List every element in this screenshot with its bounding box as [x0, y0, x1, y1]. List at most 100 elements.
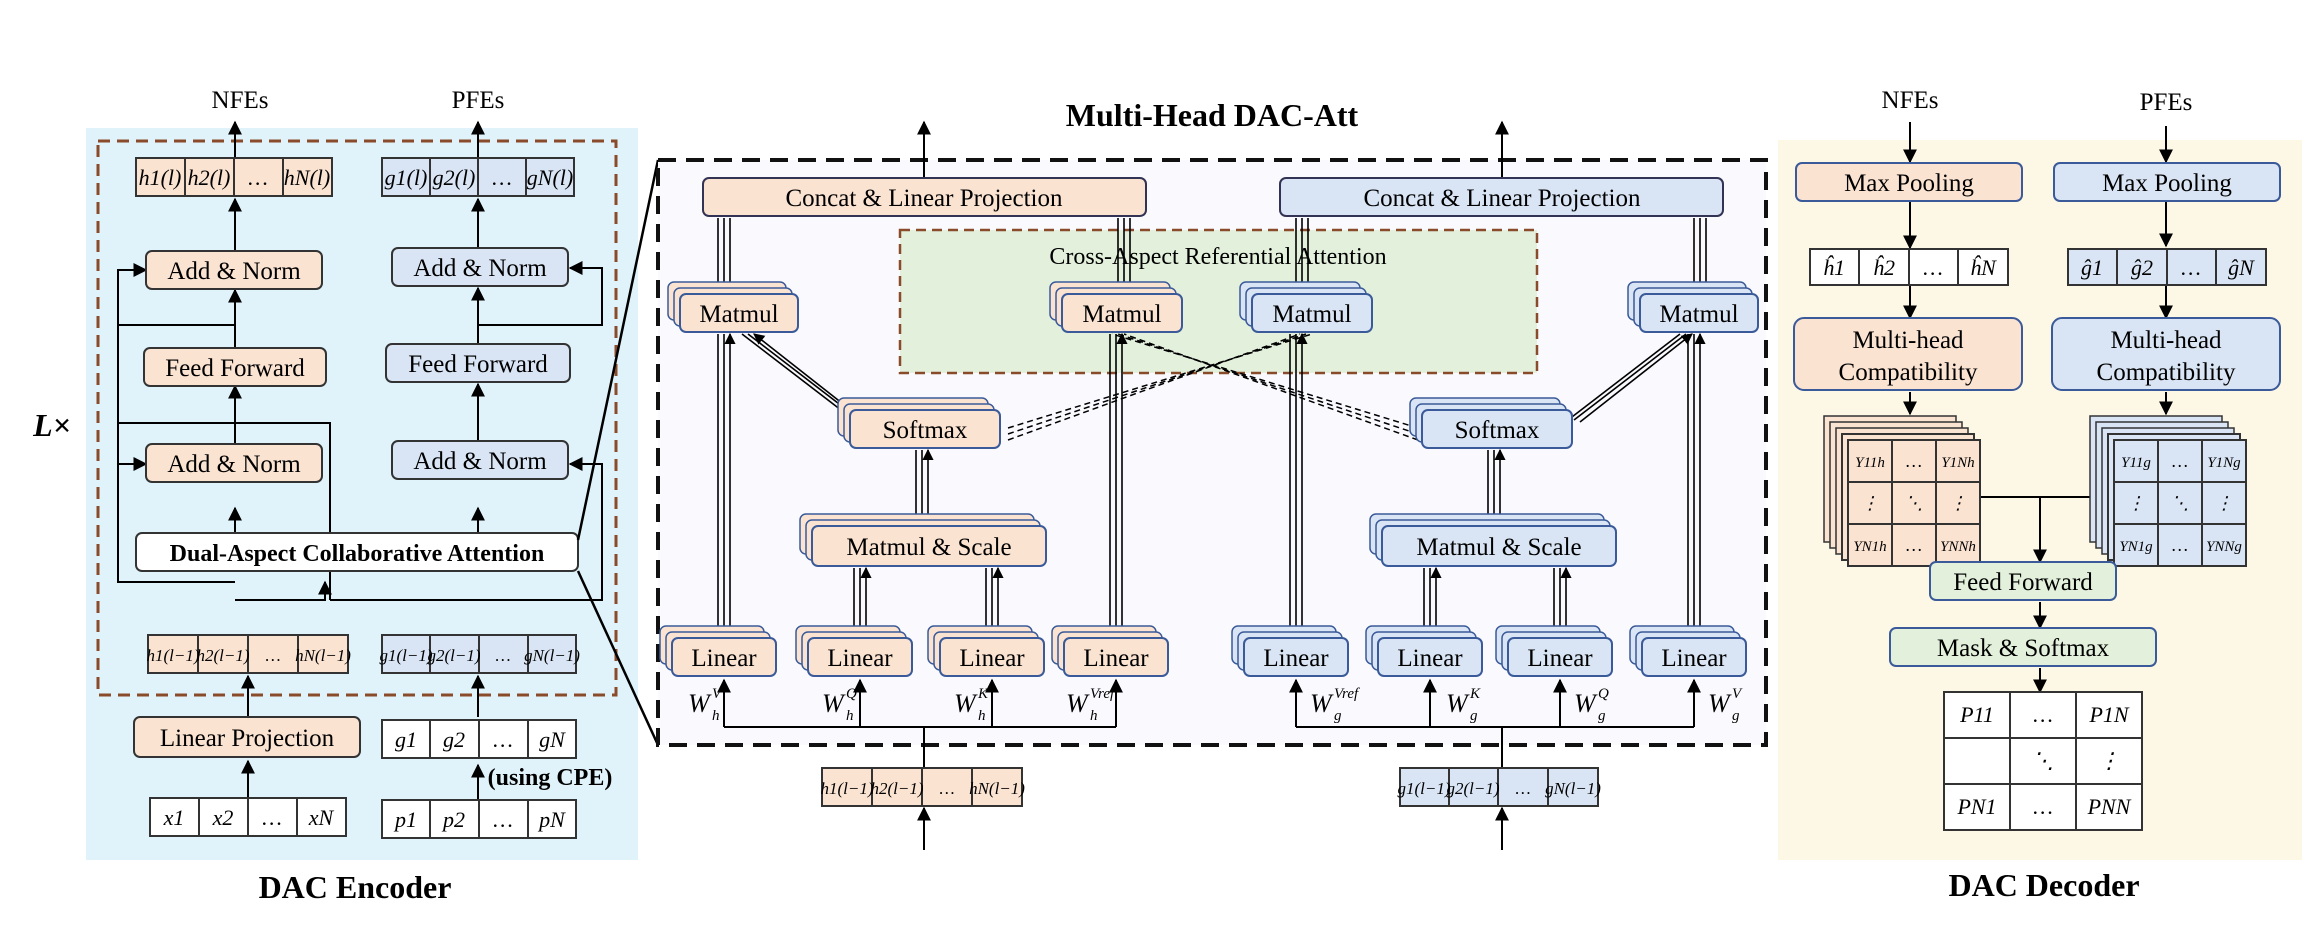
decoder-title: DAC Decoder — [1948, 867, 2139, 903]
g-out-cell-1: g1(l) — [385, 165, 428, 190]
svg-text:ĝ1: ĝ1 — [2081, 255, 2103, 280]
svg-text:Matmul: Matmul — [1659, 301, 1738, 328]
svg-text:h: h — [1090, 708, 1098, 724]
attention-h-input: h1(l−1) h2(l−1) … hN(l−1) — [820, 767, 1025, 807]
g-out-cell-3: … — [492, 165, 512, 190]
svg-text:Linear: Linear — [1397, 645, 1463, 672]
cross-aspect-label: Cross-Aspect Referential Attention — [1049, 244, 1386, 270]
svg-text:hN(l−1): hN(l−1) — [969, 779, 1025, 798]
linear-h-1: Linear — [659, 625, 777, 677]
linear-g-3: Linear — [1495, 625, 1613, 677]
concat-h: Concat & Linear Projection — [702, 177, 1147, 217]
cpe-note: (using CPE) — [488, 765, 613, 791]
svg-text:W: W — [1574, 689, 1598, 718]
svg-text:K: K — [977, 686, 989, 702]
svg-text:…: … — [1906, 451, 1922, 471]
svg-text:g: g — [1470, 708, 1478, 724]
encoder-arrows — [117, 120, 603, 800]
decoder-g-hat: ĝ1 ĝ2 … ĝN — [2067, 248, 2267, 286]
decoder-arrows — [1903, 122, 2173, 694]
svg-text:x1: x1 — [163, 805, 185, 830]
svg-text:g1(l−1): g1(l−1) — [1397, 779, 1450, 798]
svg-text:Add & Norm: Add & Norm — [413, 255, 547, 282]
g-out-cell-4: gN(l) — [527, 165, 573, 190]
svg-text:Linear: Linear — [1083, 645, 1149, 672]
svg-text:ĝ2: ĝ2 — [2131, 255, 2153, 280]
svg-text:YNNg: YNNg — [2206, 539, 2242, 555]
svg-text:p2: p2 — [441, 807, 465, 832]
input-distribution — [717, 678, 1701, 850]
svg-text:Feed Forward: Feed Forward — [1953, 569, 2093, 596]
h-out-cell-4: hN(l) — [284, 165, 330, 190]
svg-text:⋱: ⋱ — [2171, 493, 2189, 513]
svg-text:V: V — [1732, 686, 1743, 702]
svg-text:…: … — [2033, 794, 2053, 819]
svg-text:h2(l−1): h2(l−1) — [196, 646, 249, 665]
svg-text:gN(l−1): gN(l−1) — [524, 646, 580, 665]
g-out-cell-2: g2(l) — [433, 165, 476, 190]
linear-up-lines — [717, 332, 1706, 634]
svg-text:…: … — [1923, 255, 1943, 280]
svg-text:W: W — [822, 689, 846, 718]
svg-text:Matmul & Scale: Matmul & Scale — [1416, 534, 1581, 561]
svg-text:Linear: Linear — [827, 645, 893, 672]
svg-text:Compatibility: Compatibility — [2097, 359, 2236, 386]
svg-text:⋮: ⋮ — [2215, 493, 2233, 513]
svg-text:x2: x2 — [212, 805, 234, 830]
svg-text:g2: g2 — [443, 727, 465, 752]
svg-text:g: g — [1334, 708, 1342, 724]
svg-text:p1: p1 — [393, 807, 417, 832]
svg-text:Q: Q — [846, 686, 857, 702]
cross-aspect-box — [898, 228, 1539, 375]
enc-add-norm-top-g: Add & Norm — [391, 247, 569, 287]
svg-text:ĥ1: ĥ1 — [1823, 255, 1845, 280]
attention-title: Multi-Head DAC-Att — [1066, 97, 1359, 133]
svg-text:Feed Forward: Feed Forward — [165, 355, 305, 382]
svg-text:Concat & Linear Projection: Concat & Linear Projection — [1363, 185, 1641, 212]
svg-text:h: h — [846, 708, 854, 724]
svg-text:ĥN: ĥN — [1970, 255, 1997, 280]
svg-text:h: h — [712, 708, 720, 724]
enc-dac-attention: Dual-Aspect Collaborative Attention — [135, 532, 579, 572]
p-matrix: P11 … P1N ⋱ ⋮ PN1 … PNN — [1943, 691, 2143, 831]
concat-g: Concat & Linear Projection — [1279, 177, 1724, 217]
enc-add-norm-top-h: Add & Norm — [145, 250, 323, 290]
svg-text:⋮: ⋮ — [1861, 493, 1879, 513]
svg-text:⋱: ⋱ — [2032, 748, 2054, 773]
max-pooling-h: Max Pooling — [1795, 162, 2023, 202]
svg-text:⋱: ⋱ — [1905, 493, 1923, 513]
svg-text:W: W — [1310, 689, 1334, 718]
weight-labels-h: W V h W Q h W K h W Vref h — [688, 686, 1116, 724]
matmul-g-right: Matmul — [1627, 281, 1759, 333]
svg-text:g2(l−1): g2(l−1) — [427, 646, 480, 665]
svg-text:V: V — [712, 686, 723, 702]
encoder-layer-box — [96, 139, 618, 697]
svg-text:Linear: Linear — [1661, 645, 1727, 672]
svg-text:Softmax: Softmax — [1455, 417, 1540, 444]
enc-add-norm-bottom-h: Add & Norm — [145, 443, 323, 483]
svg-text:⋮: ⋮ — [2127, 493, 2145, 513]
encoder-g0-vector: g1 g2 … gN — [381, 719, 577, 759]
svg-text:g: g — [1732, 708, 1740, 724]
softmax-g: Softmax — [1409, 397, 1573, 449]
encoder-g-input: g1(l−1) g2(l−1) … gN(l−1) — [379, 634, 580, 674]
decoder-feed-forward: Feed Forward — [1929, 561, 2117, 601]
svg-text:Y1Nh: Y1Nh — [1941, 455, 1974, 471]
encoder-nfes-label: NFEs — [212, 87, 269, 114]
encoder-p-input: p1 p2 … pN — [381, 799, 577, 839]
svg-text:YN1g: YN1g — [2119, 539, 2153, 555]
encoder-pfes-label: PFEs — [452, 87, 505, 114]
svg-text:K: K — [1469, 686, 1481, 702]
svg-text:Compatibility: Compatibility — [1839, 359, 1978, 386]
encoder-h-output: h1(l) h2(l) … hN(l) — [135, 157, 333, 197]
svg-text:YN1h: YN1h — [1853, 539, 1886, 555]
h-out-cell-2: h2(l) — [188, 165, 231, 190]
svg-text:xN: xN — [308, 805, 335, 830]
svg-text:W: W — [954, 689, 978, 718]
svg-text:…: … — [2172, 451, 2188, 471]
svg-text:…: … — [495, 646, 510, 665]
svg-text:Multi-head: Multi-head — [1852, 327, 1964, 354]
svg-text:…: … — [493, 807, 513, 832]
svg-text:Matmul: Matmul — [699, 301, 778, 328]
svg-text:Multi-head: Multi-head — [2110, 327, 2222, 354]
